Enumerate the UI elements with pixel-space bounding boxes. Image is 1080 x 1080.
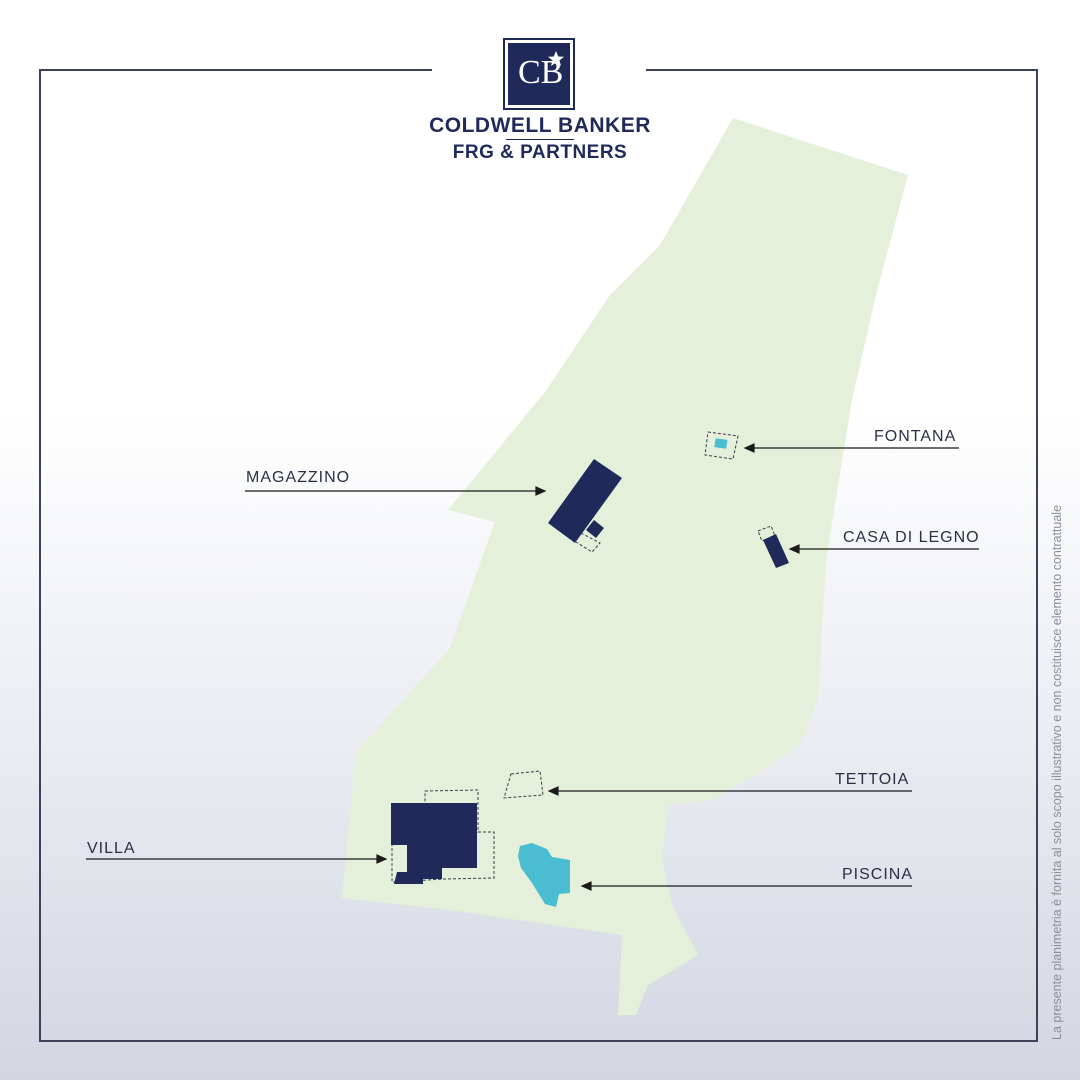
brand-divider: [506, 139, 574, 140]
villa-building: [391, 803, 477, 884]
land-parcel: [342, 118, 908, 1015]
star-icon: [548, 51, 564, 66]
cb-star-logo-icon: CB: [508, 43, 570, 105]
disclaimer-text: La presente planimetria è fornita al sol…: [1050, 504, 1064, 1040]
frame-left: [39, 69, 41, 1042]
villa-outline: [391, 789, 495, 883]
leader-lines: [86, 443, 979, 891]
casa-di-legno-building: [763, 534, 789, 568]
tettoia-outline: [503, 770, 544, 799]
magazzino-building: [548, 459, 622, 543]
magazzino-annex: [586, 520, 604, 538]
brand-logo: CB: [503, 38, 575, 110]
brand-name-line2: FRG & PARTNERS: [452, 142, 628, 163]
frame-bottom: [39, 1040, 1038, 1042]
label-villa: VILLA: [87, 840, 136, 857]
cb-logo-mark: CB: [518, 51, 564, 91]
label-piscina: PISCINA: [842, 866, 914, 883]
label-magazzino: MAGAZZINO: [246, 469, 351, 486]
casa-di-legno-outline: [757, 525, 776, 542]
fontana-pool: [714, 438, 728, 449]
frame-top-right: [646, 69, 1038, 71]
piscina-pool: [518, 843, 570, 907]
label-fontana: FONTANA: [874, 428, 957, 445]
fontana-outline: [704, 431, 739, 460]
magazzino-outline: [575, 532, 601, 553]
label-tettoia: TETTOIA: [835, 771, 910, 788]
frame-right: [1036, 69, 1038, 1042]
brand-name-line1: COLDWELL BANKER: [429, 114, 651, 137]
label-casa-di-legno: CASA DI LEGNO: [843, 529, 980, 546]
frame-top-left: [39, 69, 432, 71]
